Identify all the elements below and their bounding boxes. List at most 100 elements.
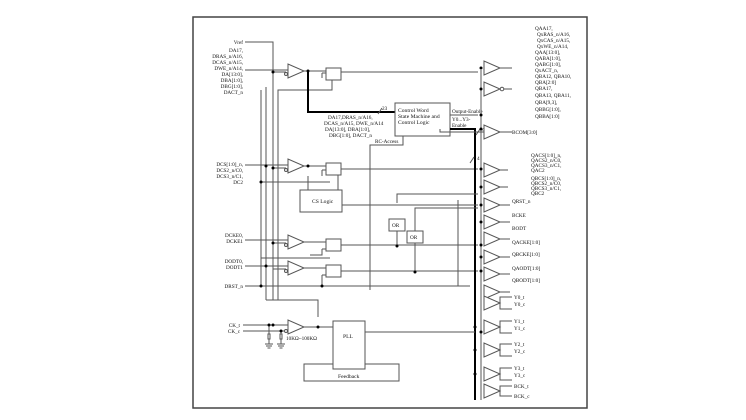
- pll-block: [332, 320, 366, 370]
- input-buffer-clk: [287, 319, 306, 335]
- svg-text:QBCS3_n/C1,: QBCS3_n/C1,: [531, 186, 561, 192]
- cs-logic-block: [299, 189, 343, 213]
- label-qacke: QACKE[1:0]: [512, 240, 540, 246]
- svg-text:DC2: DC2: [233, 180, 243, 186]
- inverter-bubble-icon: [284, 329, 288, 333]
- wire-or2: [414, 207, 478, 272]
- inverter-bubble-icon: [284, 72, 288, 76]
- junction-dots: [259, 66, 483, 376]
- inverter-bubble-icon: [284, 269, 288, 273]
- svg-text:DACT_n: DACT_n: [224, 90, 244, 96]
- cs-logic-label: CS Logic: [312, 199, 334, 205]
- diagram-frame: [192, 16, 588, 409]
- wire-y-enable: [450, 128, 476, 400]
- register-addr: [325, 67, 342, 81]
- label-vref: Vref: [234, 39, 243, 46]
- svg-text:DCKE0,: DCKE0,: [225, 233, 243, 239]
- resistor-icon: [267, 333, 271, 340]
- bus-addr-to-control: [307, 71, 395, 113]
- bus-bcom: [439, 129, 496, 133]
- svg-text:QBA[9,3],: QBA[9,3],: [535, 100, 557, 106]
- input-buffer-cke: [287, 234, 306, 250]
- input-buffer-cs: [287, 158, 306, 174]
- control-word-block: [394, 102, 451, 137]
- or-gate-1-label: OR: [392, 223, 400, 229]
- label-bck-c: BCK_c: [514, 394, 530, 400]
- svg-text:DBG[1:0],: DBG[1:0],: [221, 84, 243, 90]
- label-qacs: QACS[1:0]_n, QACS2_n/C0, QACS3_n/C1, QAC…: [531, 153, 561, 174]
- label-qa-group: QAA17, QxRAS_n/A16, QxCAS_n/A15, QxWE_n/…: [535, 26, 571, 86]
- svg-text:DCS3_n/C1,: DCS3_n/C1,: [216, 174, 243, 180]
- svg-text:DA[13:0],: DA[13:0],: [222, 72, 243, 78]
- svg-text:DA[13:0], DBA[1:0],: DA[13:0], DBA[1:0],: [325, 127, 370, 133]
- inverter-bubble-icon: [284, 168, 288, 172]
- svg-text:QAA17,: QAA17,: [535, 26, 553, 32]
- inverter-bubble-icon: [284, 243, 288, 247]
- svg-text:QBA17,: QBA17,: [535, 86, 552, 92]
- svg-text:DCS[1:0]_n,: DCS[1:0]_n,: [216, 162, 243, 168]
- svg-text:Control Logic: Control Logic: [398, 120, 430, 126]
- label-addr-cmd: DA17, DRAS_n/A16, DCAS_n/A15, DWE_n/A14,…: [212, 48, 243, 96]
- wire-vref: [245, 41, 274, 300]
- label-termination: 10KΩ~100KΩ: [286, 336, 317, 342]
- svg-text:DODT0,: DODT0,: [225, 259, 243, 265]
- label-qbodt: QBODT[1:0]: [512, 278, 540, 284]
- svg-text:QBCS2_n/C0,: QBCS2_n/C0,: [531, 181, 561, 187]
- register-cs: [325, 162, 342, 176]
- label-bck-t: BCK_t: [514, 384, 529, 390]
- label-y2t: Y2_t: [514, 342, 525, 348]
- label-y1c: Y1_c: [514, 326, 526, 332]
- svg-text:Control Word: Control Word: [398, 108, 429, 114]
- label-y1t: Y1_t: [514, 319, 525, 325]
- label-bodt: BODT: [512, 226, 527, 232]
- svg-text:QBA[2:0]: QBA[2:0]: [535, 80, 556, 86]
- svg-text:QAC2: QAC2: [531, 168, 545, 174]
- label-bcke: BCKE: [512, 213, 526, 219]
- label-y3c: Y3_c: [514, 373, 526, 379]
- svg-text:State Machine and: State Machine and: [398, 114, 440, 120]
- svg-text:DBG[1:0], DACT_n: DBG[1:0], DACT_n: [329, 133, 372, 139]
- svg-text:QACS[1:0]_n,: QACS[1:0]_n,: [531, 153, 561, 159]
- label-qb-group: QBA17, QBA13, QBA11, QBA[9,3], QBBG[1:0]…: [535, 86, 571, 120]
- label-qaodt: QAODT[1:0]: [512, 266, 541, 272]
- label-y0t: Y0_t: [514, 295, 525, 301]
- svg-text:QxCAS_n/A15,: QxCAS_n/A15,: [537, 38, 570, 44]
- svg-text:QABG[1:0],: QABG[1:0],: [535, 62, 561, 68]
- wire-odt-ff-ctrl: [321, 274, 326, 286]
- label-chip-select: DCS[1:0]_n, DCS2_n/C0, DCS3_n/C1, DC2: [216, 162, 243, 186]
- label-reset: DRST_n: [225, 284, 244, 290]
- svg-text:DCKE1: DCKE1: [226, 239, 243, 245]
- svg-text:QAA[13:0],: QAA[13:0],: [535, 50, 560, 56]
- svg-text:DA17,: DA17,: [229, 48, 243, 54]
- feedback-label: Feedback: [338, 374, 360, 380]
- input-buffer-odt: [287, 260, 306, 276]
- bus-slash-icon: [475, 128, 481, 136]
- svg-text:QBCS[1:0]_n,: QBCS[1:0]_n,: [531, 176, 561, 182]
- label-y0c: Y0_c: [514, 302, 526, 308]
- svg-text:QACS3_n/C1,: QACS3_n/C1,: [531, 163, 561, 169]
- wire-rc-access: [369, 136, 404, 290]
- input-buffer-addr: [287, 63, 306, 79]
- resistor-icon: [279, 333, 283, 340]
- label-qbcs: QBCS[1:0]_n, QBCS2_n/C0, QBCS3_n/C1, QBC…: [531, 176, 561, 197]
- bus-slash-icon: [469, 156, 475, 164]
- bus-slash-icon: [377, 107, 383, 115]
- label-ck-c: CK_c: [228, 329, 241, 335]
- svg-text:QBA13, QBA11,: QBA13, QBA11,: [535, 93, 571, 99]
- register-odt: [325, 264, 342, 278]
- label-y-enable-2: Enable: [452, 123, 467, 129]
- label-y2c: Y2_c: [514, 349, 526, 355]
- svg-text:QBBG[1:0],: QBBG[1:0],: [535, 107, 561, 113]
- label-bcom: BCOM[3:0]: [512, 130, 538, 136]
- pll-label: PLL: [343, 334, 354, 340]
- label-bus-addr: DA17,DRAS_n/A16, DCAS_n/A15, DWE_n/A14 D…: [324, 115, 384, 139]
- svg-text:DCAS_n/A15,: DCAS_n/A15,: [212, 60, 243, 66]
- output-wires: [499, 67, 512, 397]
- svg-text:DWE_n/A14,: DWE_n/A14,: [214, 66, 243, 72]
- svg-text:QxACT_n,: QxACT_n,: [535, 68, 558, 74]
- or-gate-1: [388, 218, 406, 232]
- label-output-enable: Output-Enable: [452, 109, 483, 115]
- svg-text:DCS2_n/C0,: DCS2_n/C0,: [216, 168, 243, 174]
- wire-addr-ff-ctrl: [277, 72, 333, 300]
- svg-text:QxRAS_n/A16,: QxRAS_n/A16,: [537, 32, 570, 38]
